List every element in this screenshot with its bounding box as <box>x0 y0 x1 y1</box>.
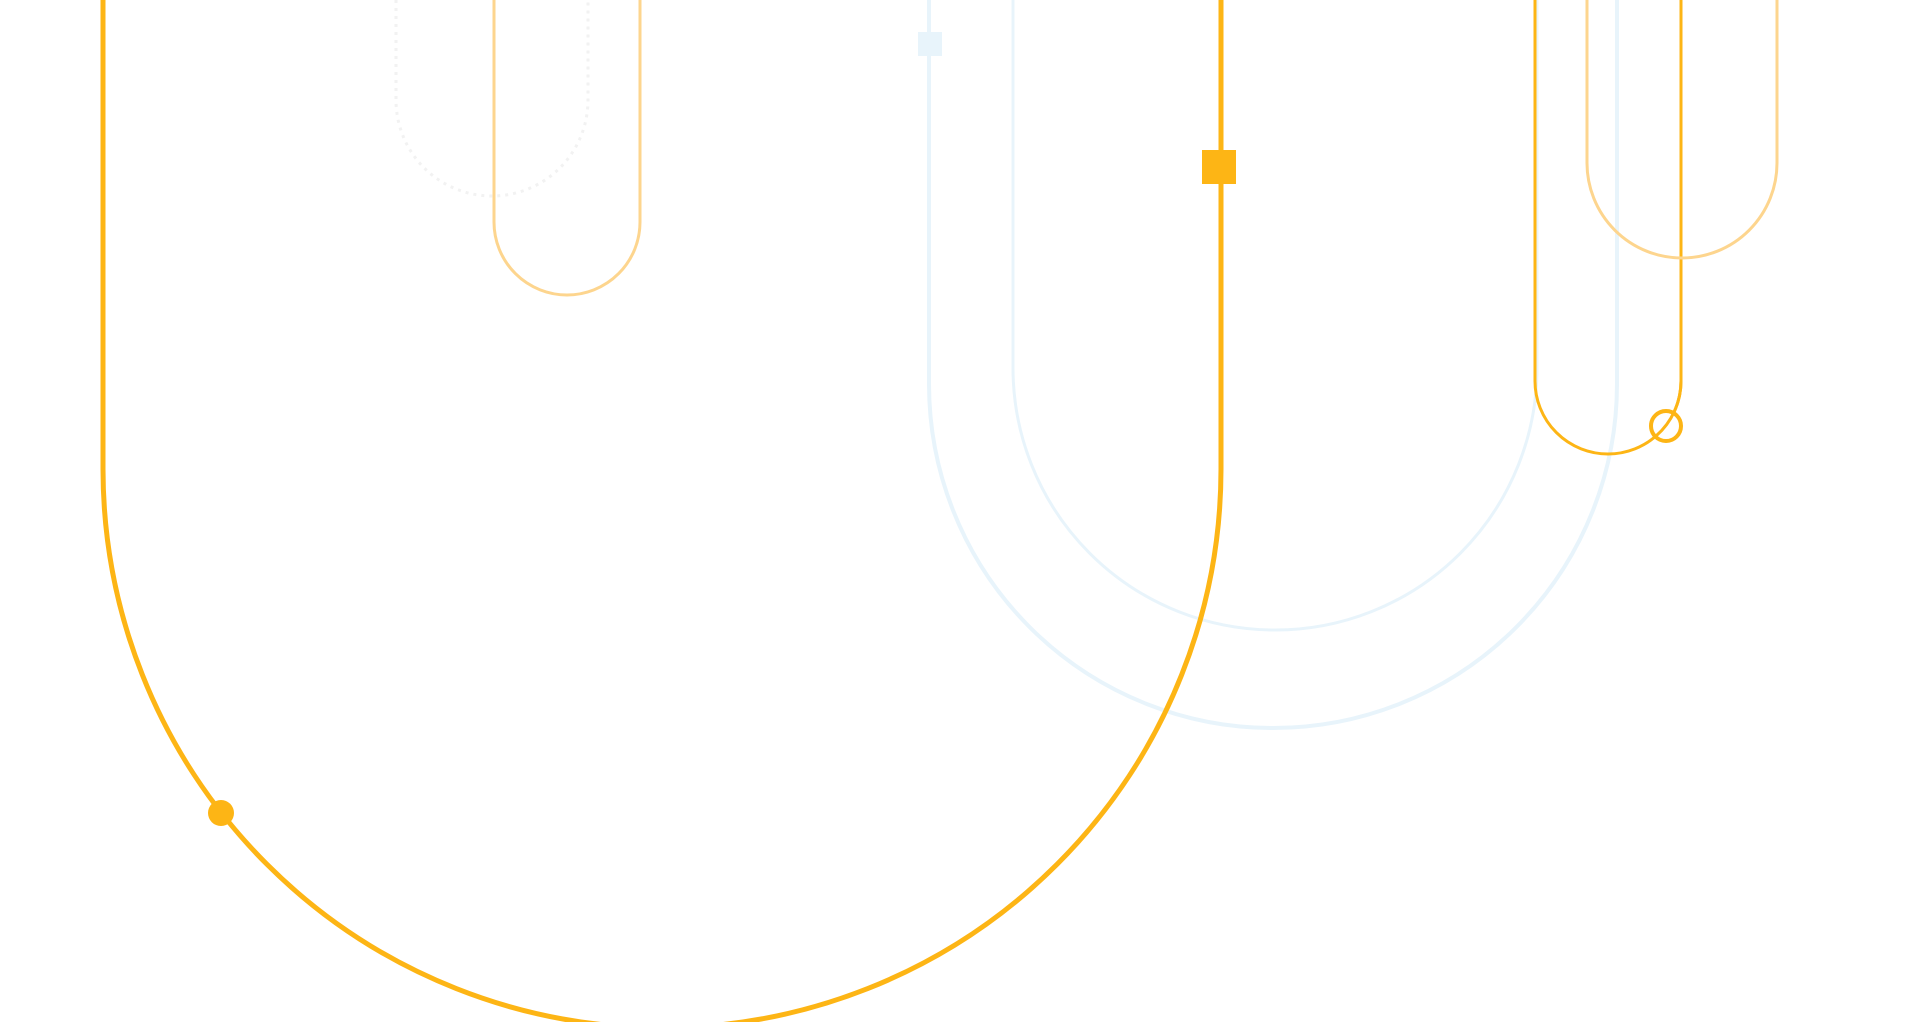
orange-square-marker <box>1202 150 1236 184</box>
far-right-light-u-curve <box>1585 0 1779 260</box>
small-light-u-curve <box>492 0 642 297</box>
pale-blue-inner-u-curve <box>1011 0 1539 632</box>
ring-crossing-line <box>1655 380 1683 438</box>
pale-blue-square-marker <box>918 32 942 56</box>
large-orange-u-curve <box>100 0 1224 1022</box>
medium-orange-u-curve <box>1533 0 1683 456</box>
pale-blue-outer-u-curve <box>927 0 1619 730</box>
dotted-u-curve <box>394 0 590 198</box>
orange-dot-marker <box>208 800 234 826</box>
